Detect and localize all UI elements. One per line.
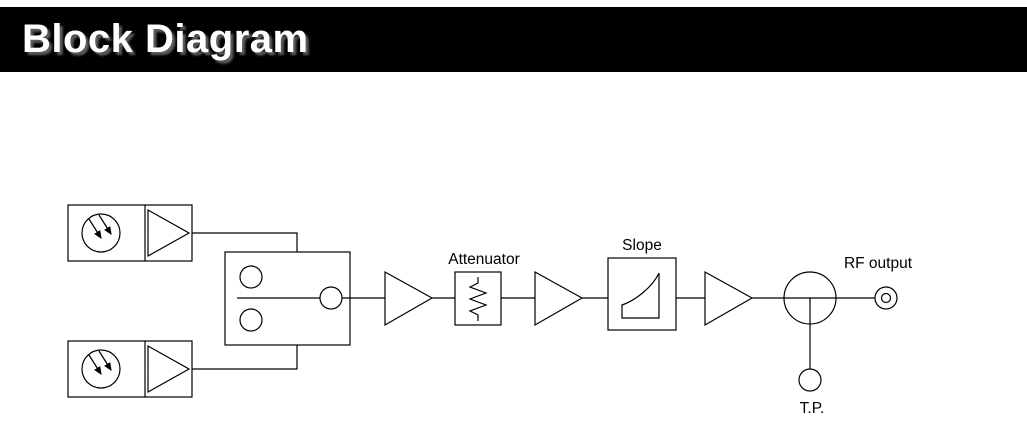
selector-switch-icon <box>224 251 351 346</box>
resistor-zigzag-icon <box>468 277 488 321</box>
slope-label: Slope <box>622 237 662 254</box>
amplifier-triangle-icon <box>534 270 584 327</box>
photodiode-icon <box>81 349 121 389</box>
amplifier-triangle-icon <box>384 270 434 327</box>
photodiode-module-bottom <box>67 340 193 398</box>
rf-output-label: RF output <box>844 255 913 272</box>
switch-input-port-2 <box>239 308 263 332</box>
slope-filter-icon <box>621 272 660 319</box>
switch-output-port <box>319 286 343 310</box>
test-point-label: T.P. <box>800 400 825 417</box>
attenuator-label: Attenuator <box>448 251 520 268</box>
light-arrow-icon <box>88 354 102 376</box>
page-title: Block Diagram <box>22 17 309 61</box>
light-arrow-icon <box>88 218 102 240</box>
coupler-circle-icon <box>783 271 837 369</box>
coaxial-connector-icon <box>874 286 898 310</box>
photodiode-module-top <box>67 204 193 262</box>
connector-line-bottom <box>192 345 298 370</box>
test-point-circle-icon <box>798 368 822 392</box>
slope-box <box>607 257 677 331</box>
light-arrow-icon <box>98 214 112 236</box>
amplifier-triangle-icon <box>147 208 191 258</box>
light-arrow-icon <box>98 350 112 372</box>
test-point: T.P. <box>798 368 825 417</box>
switch-input-port-1 <box>239 265 263 289</box>
connector-line-top <box>192 232 298 252</box>
module-box <box>67 204 193 262</box>
slope-block: Slope <box>607 237 677 331</box>
photodiode-icon <box>81 213 121 253</box>
coaxial-connector-pin <box>880 292 892 304</box>
amplifier-triangle-icon <box>147 344 191 394</box>
rf-output-port: RF output <box>836 255 913 310</box>
title-banner: Block Diagram <box>0 7 1027 72</box>
attenuator-block: Attenuator <box>448 251 520 326</box>
module-box <box>67 340 193 398</box>
amplifier-triangle-icon <box>704 270 754 327</box>
